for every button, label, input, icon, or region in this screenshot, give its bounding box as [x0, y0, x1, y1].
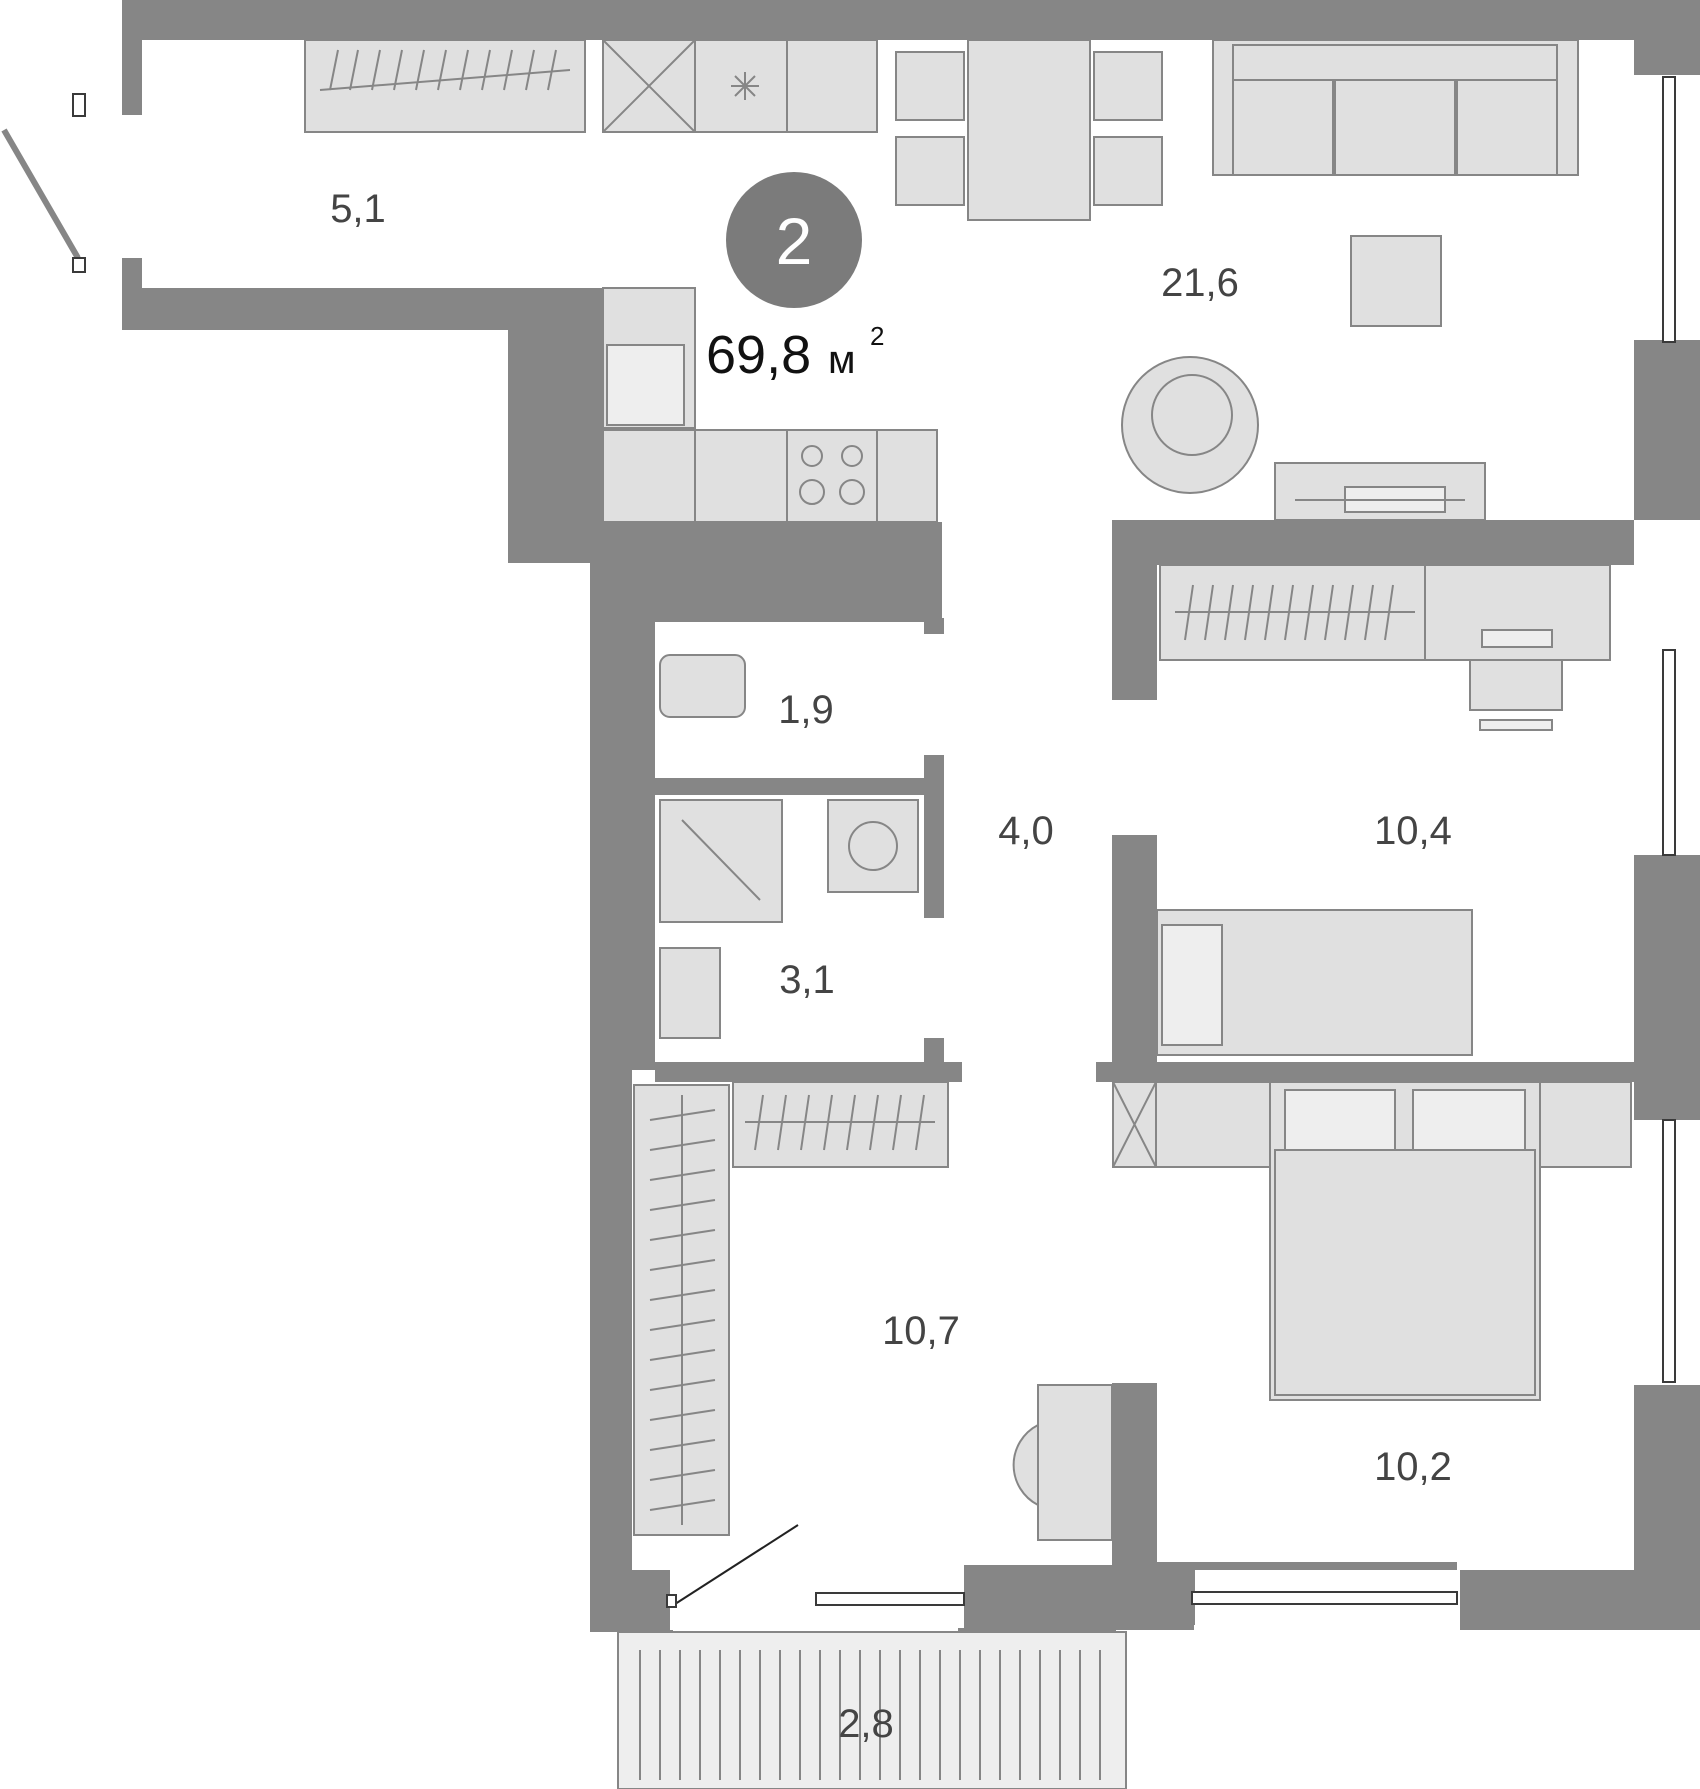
- furniture: [304, 39, 1632, 1789]
- balcony-deck: [617, 1631, 1127, 1789]
- total-area-unit-exponent: 2: [870, 321, 884, 351]
- total-area-unit: м: [828, 338, 856, 382]
- hall-shelf: [732, 1081, 949, 1168]
- room-area-loggia-top: 5,1: [330, 187, 386, 231]
- total-area-label: 69,8 м 2: [706, 321, 884, 385]
- room-area-corridor: 4,0: [998, 809, 1054, 853]
- armchair: [1121, 356, 1259, 494]
- room-labels: 5,1 21,6 1,9 4,0 3,1 10,4 10,7 10,2 2,8: [330, 187, 1452, 1746]
- toilet: [659, 654, 746, 718]
- dresser: [1037, 1384, 1113, 1541]
- total-area-value: 69,8: [706, 325, 811, 385]
- rooms-badge-circle: [726, 172, 862, 308]
- washing-machine: [827, 799, 919, 893]
- rooms-count: 2: [776, 204, 813, 278]
- coffee-table: [1350, 235, 1442, 327]
- stove: [786, 429, 878, 523]
- dining-table: [967, 39, 1091, 221]
- room-area-bedroom-small: 10,4: [1374, 809, 1452, 853]
- walls: [122, 0, 1700, 1650]
- room-area-hall: 10,7: [882, 1309, 960, 1353]
- room-area-bathroom: 3,1: [779, 958, 835, 1002]
- room-area-bedroom-large: 10,2: [1374, 1445, 1452, 1489]
- room-area-wc: 1,9: [778, 688, 834, 732]
- bathroom-sink: [659, 947, 721, 1039]
- rooms-badge: 2: [726, 172, 862, 308]
- windows: [1, 76, 1676, 1608]
- room-area-living-kitchen: 21,6: [1161, 261, 1239, 305]
- room-area-balcony: 2,8: [838, 1702, 894, 1746]
